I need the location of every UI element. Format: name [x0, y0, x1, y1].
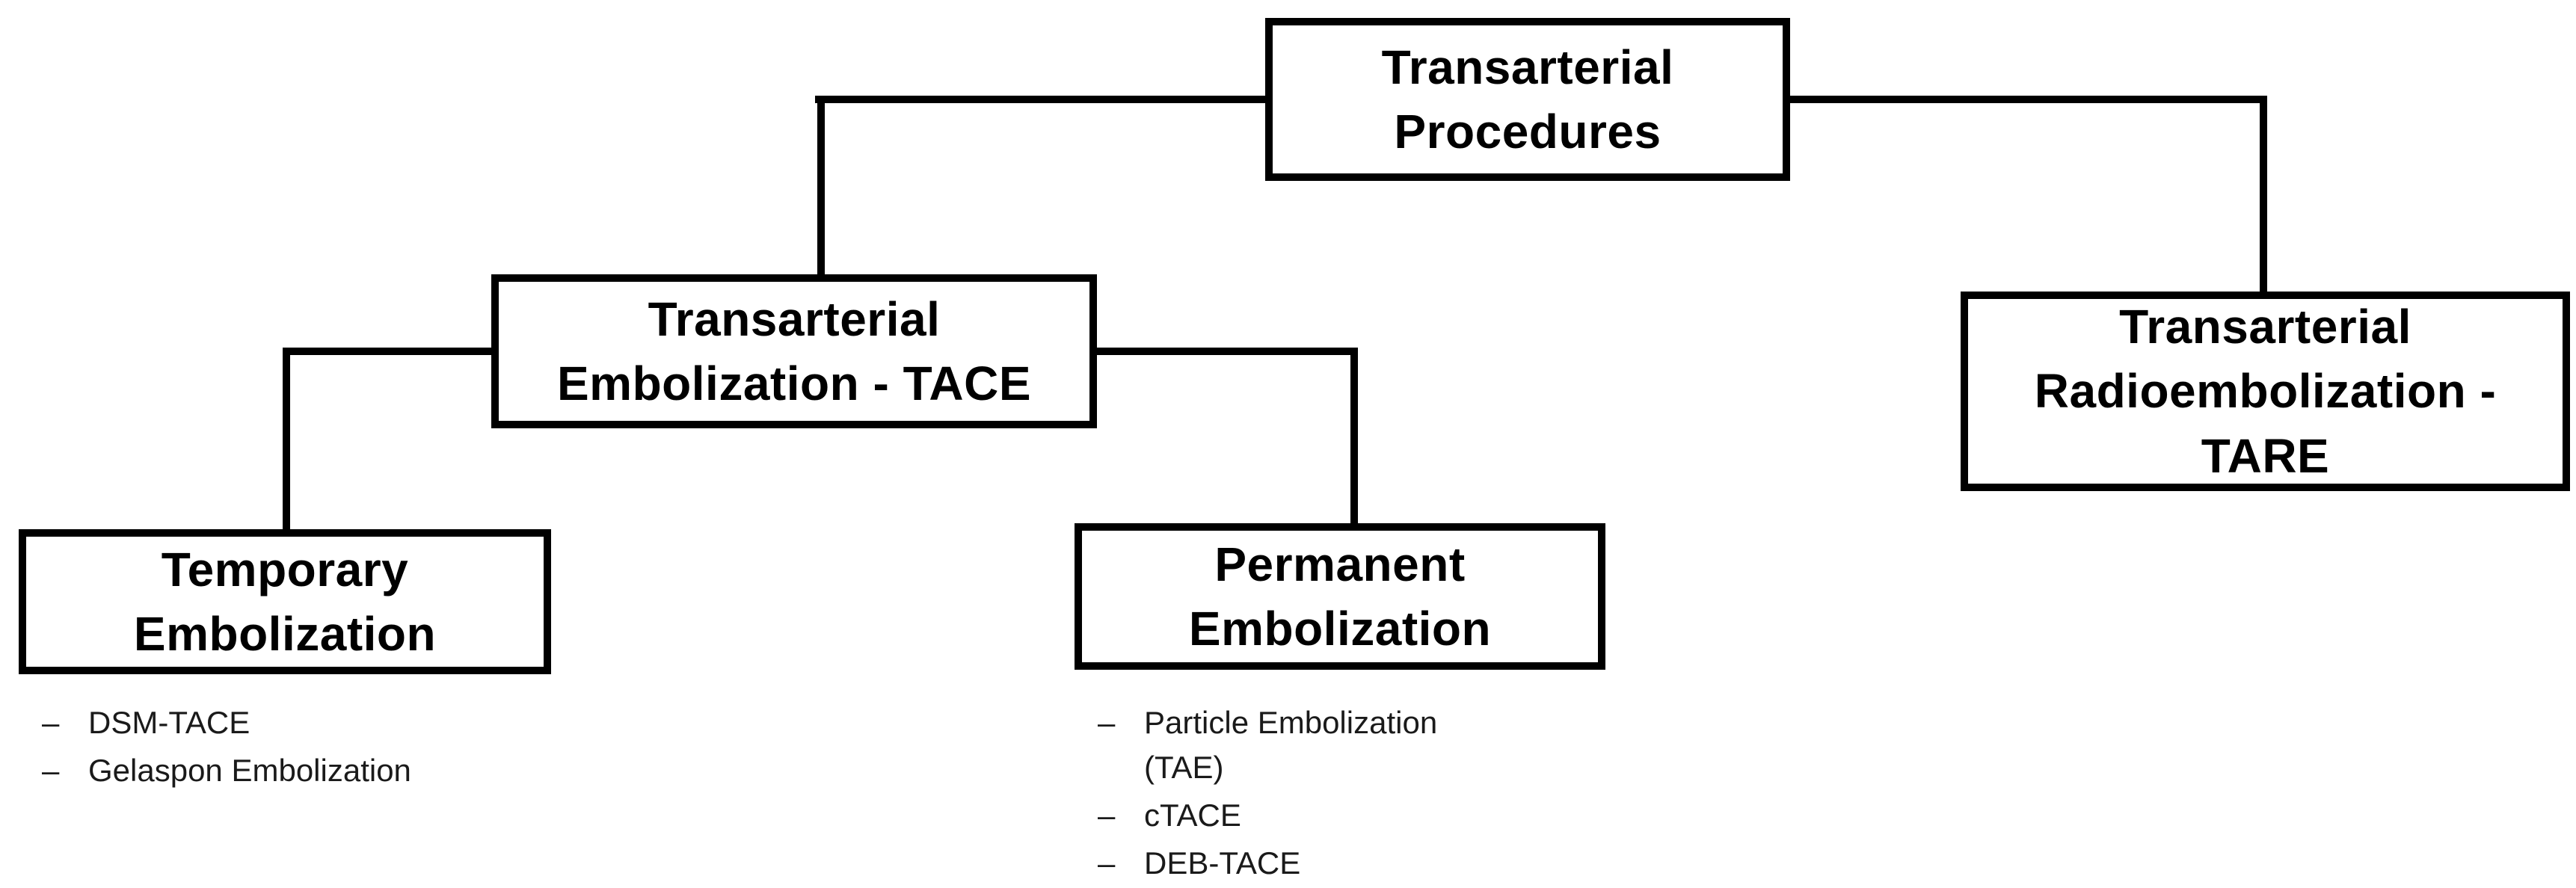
node-temporary-embolization: Temporary Embolization [19, 529, 551, 674]
dash-bullet: – [1098, 845, 1116, 881]
connector-root-tare-vertical [2260, 96, 2267, 296]
dash-bullet: – [42, 705, 60, 740]
node-transarterial-procedures: Transarterial Procedures [1265, 18, 1790, 181]
connector-tace-permanent-horizontal [1093, 348, 1358, 355]
list-item-text: DEB-TACE [1144, 845, 1301, 881]
list-item: – DEB-TACE [1098, 841, 1591, 886]
connector-tace-permanent-vertical [1350, 348, 1358, 527]
list-item-text: DSM-TACE [88, 705, 250, 740]
node-permanent-embolization: Permanent Embolization [1075, 523, 1605, 670]
temporary-embolization-list: – DSM-TACE – Gelaspon Embolization [42, 700, 535, 796]
permanent-embolization-list: – Particle Embolization (TAE) – cTACE – … [1098, 700, 1591, 888]
dash-bullet: – [1098, 798, 1116, 833]
connector-root-tace-horizontal [815, 96, 1265, 103]
list-item-text: cTACE [1144, 798, 1241, 833]
list-item: – cTACE [1098, 793, 1591, 838]
connector-tace-temporary-horizontal [283, 348, 495, 355]
node-transarterial-radioembolization-tare-label: Transarterial Radioembolization - TARE [2034, 299, 2497, 483]
node-transarterial-embolization-tace: Transarterial Embolization - TACE [491, 274, 1097, 428]
list-item-text: Gelaspon Embolization [88, 753, 411, 788]
dash-bullet: – [42, 753, 60, 788]
connector-root-tace-vertical [817, 96, 825, 279]
list-item: – Gelaspon Embolization [42, 748, 535, 793]
connector-root-tare-horizontal [1789, 96, 2267, 103]
node-transarterial-procedures-label: Transarterial Procedures [1381, 40, 1674, 158]
node-permanent-embolization-label: Permanent Embolization [1188, 537, 1492, 656]
node-transarterial-radioembolization-tare: Transarterial Radioembolization - TARE [1961, 292, 2570, 491]
list-item: – Particle Embolization (TAE) [1098, 700, 1591, 790]
node-temporary-embolization-label: Temporary Embolization [133, 542, 437, 661]
list-item-text: Particle Embolization (TAE) [1144, 705, 1438, 785]
connector-tace-temporary-vertical [283, 348, 290, 532]
list-item: – DSM-TACE [42, 700, 535, 745]
dash-bullet: – [1098, 705, 1116, 740]
node-transarterial-embolization-tace-label: Transarterial Embolization - TACE [556, 292, 1032, 410]
